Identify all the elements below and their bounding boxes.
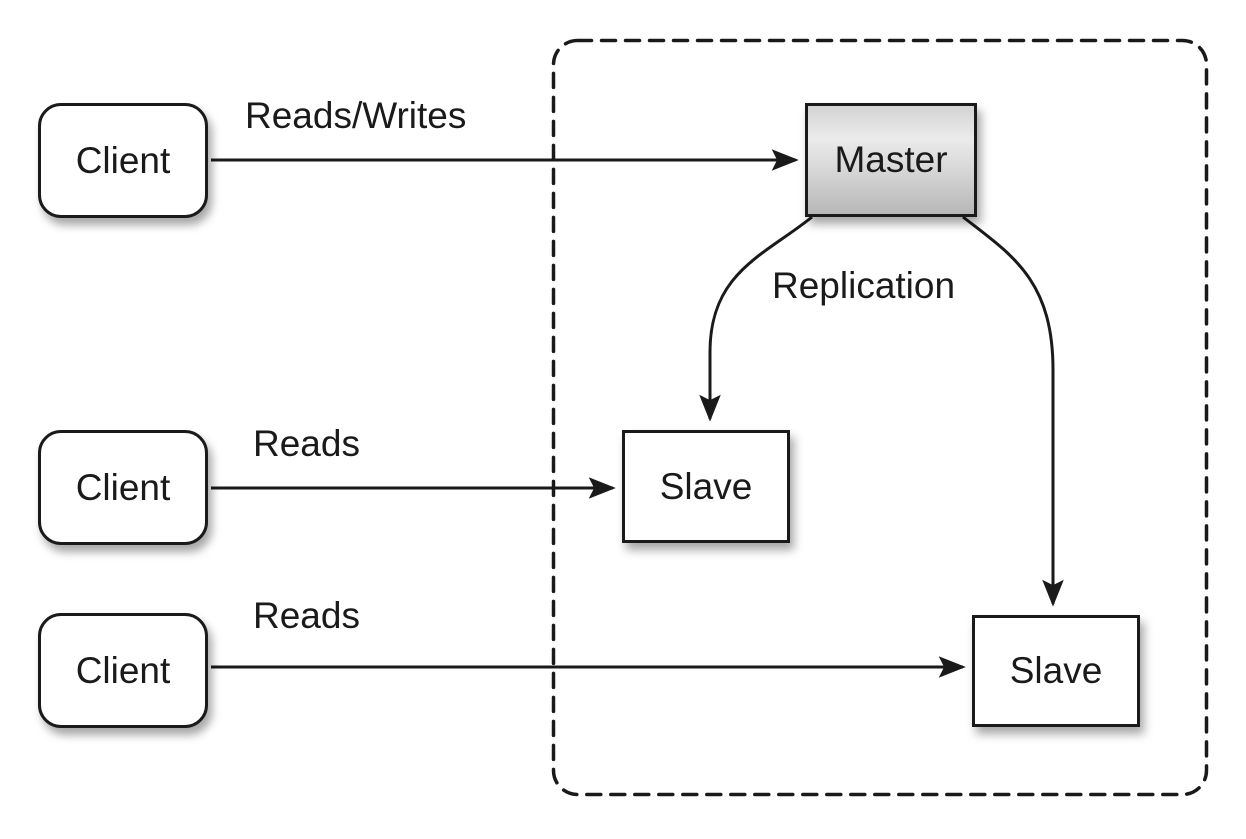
edge-label-reads-client2: Reads (253, 423, 360, 464)
client-node-1-label: Client (75, 139, 171, 181)
arrow-master-to-slave2 (962, 215, 1064, 607)
client-node-2-label: Client (75, 466, 171, 508)
client-node-2: Client (38, 430, 208, 545)
arrow-master-to-slave1 (699, 215, 813, 422)
slave-node-2-label: Slave (1009, 650, 1103, 691)
replication-boundary (551, 38, 1209, 797)
client-node-3-label: Client (75, 649, 171, 691)
client-node-1: Client (38, 103, 208, 218)
client-node-3: Client (38, 613, 208, 728)
edge-label-reads-client3: Reads (253, 595, 360, 636)
master-node-label: Master (834, 139, 948, 180)
edge-label-reads-writes: Reads/Writes (245, 95, 467, 136)
slave-node-1: Slave (622, 430, 790, 543)
slave-node-2: Slave (972, 615, 1140, 727)
edge-label-replication: Replication (772, 265, 956, 306)
master-node: Master (805, 103, 977, 217)
slave-node-1-label: Slave (659, 465, 753, 507)
